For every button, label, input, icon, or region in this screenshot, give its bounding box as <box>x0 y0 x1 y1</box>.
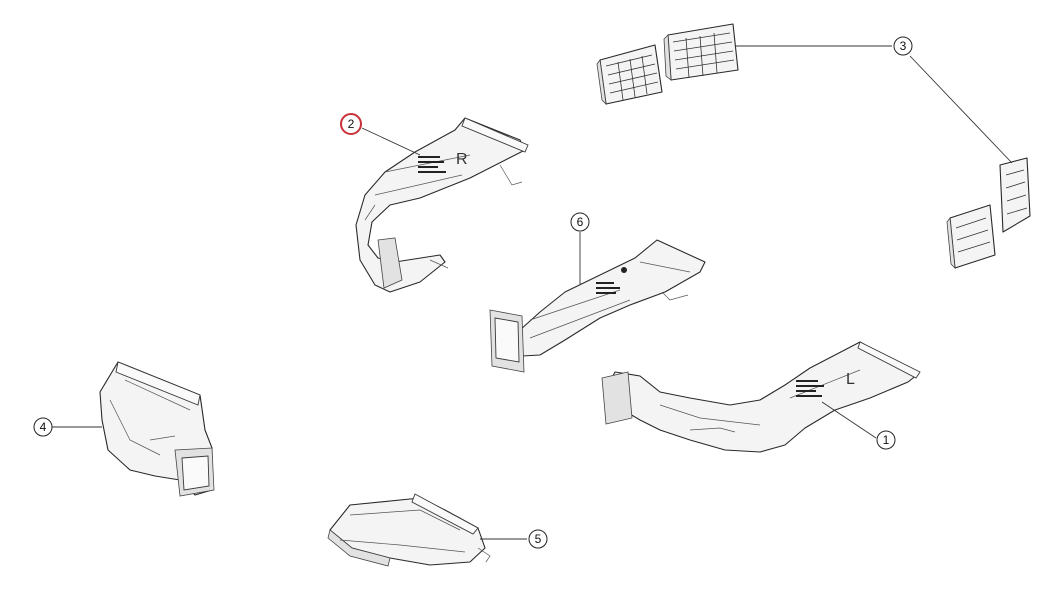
leader-line-1 <box>821 401 877 439</box>
part-4-air-duct-corner[interactable] <box>99 361 215 497</box>
svg-text:3: 3 <box>900 39 907 53</box>
svg-text:1: 1 <box>883 433 890 447</box>
part-6-air-duct-center[interactable] <box>489 239 706 373</box>
part-3-vent-grille-right[interactable] <box>663 23 739 81</box>
side-marking-left: L <box>846 371 855 388</box>
svg-text:4: 4 <box>40 420 47 434</box>
callout-1[interactable]: 1 <box>876 430 896 450</box>
svg-text:2: 2 <box>348 117 355 131</box>
part-3-vent-grille-side-pair[interactable] <box>946 157 1031 270</box>
svg-text:5: 5 <box>535 532 542 546</box>
callout-6[interactable]: 6 <box>570 212 590 232</box>
leader-line-2 <box>361 127 421 156</box>
part-2-air-duct-right[interactable]: R <box>355 117 529 293</box>
svg-text:6: 6 <box>577 215 584 229</box>
leader-line-3b <box>909 55 1013 164</box>
callout-5[interactable]: 5 <box>528 529 548 549</box>
callout-2[interactable]: 2 <box>340 113 362 135</box>
callout-3[interactable]: 3 <box>893 36 913 56</box>
part-1-air-duct-left[interactable]: L <box>601 341 921 453</box>
callout-4[interactable]: 4 <box>33 417 53 437</box>
part-3-vent-grille-left[interactable] <box>596 44 663 106</box>
part-5-air-duct-bottom[interactable] <box>327 493 491 567</box>
side-marking-right: R <box>456 151 468 168</box>
